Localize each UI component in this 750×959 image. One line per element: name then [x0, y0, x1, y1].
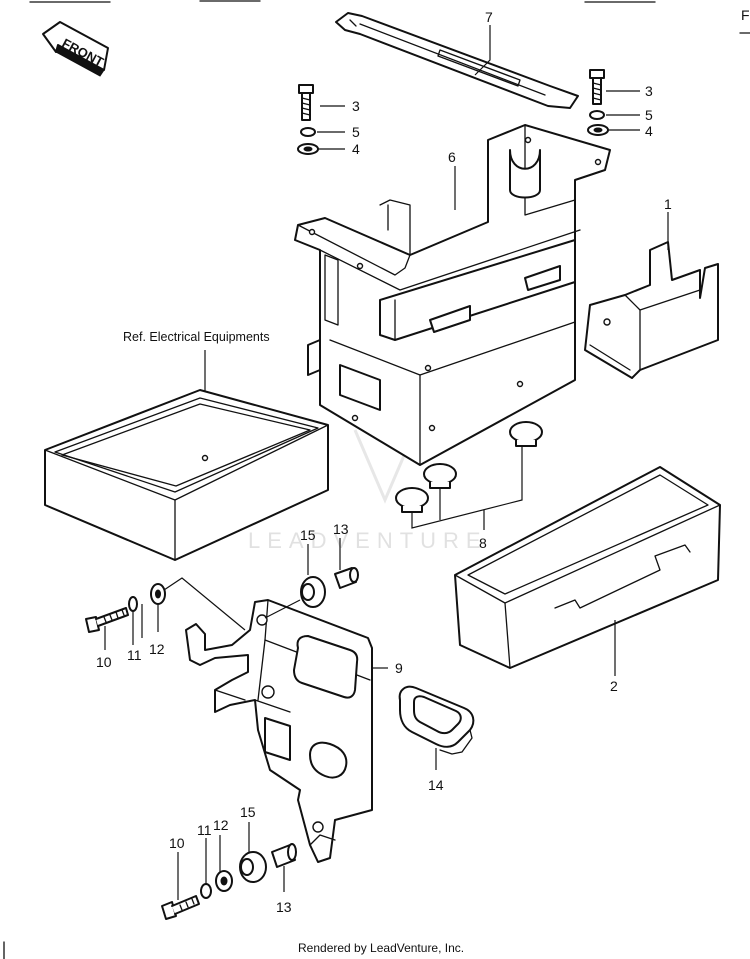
callout-6: 6 [448, 149, 456, 165]
callout-numbers: 7 3 5 4 3 5 4 6 1 8 15 13 9 2 14 10 11 1… [96, 9, 672, 915]
callout-15-lower: 15 [240, 804, 256, 820]
callout-15-upper: 15 [300, 527, 316, 543]
top-border [3, 0, 750, 959]
watermark: LEADVENTURE [248, 429, 488, 553]
part-7-battery-strap [335, 12, 579, 109]
upper-fastener-group [85, 538, 359, 650]
left-bolt-assembly [297, 84, 319, 155]
callout-13-lower: 13 [276, 899, 292, 915]
callout-10-upper: 10 [96, 654, 112, 670]
callout-5-right: 5 [645, 107, 653, 123]
electrical-equipment-tray [44, 389, 329, 561]
callout-7: 7 [485, 9, 493, 25]
callout-5-left: 5 [352, 124, 360, 140]
watermark-text: LEADVENTURE [248, 528, 488, 553]
callout-14: 14 [428, 777, 444, 793]
callout-4-left: 4 [352, 141, 360, 157]
collar-icon [239, 851, 267, 883]
callout-3-left: 3 [352, 98, 360, 114]
collar-icon [300, 576, 326, 608]
right-bolt-assembly [587, 69, 609, 136]
callout-12-lower: 12 [213, 817, 229, 833]
callout-2: 2 [610, 678, 618, 694]
part-14-grommet [398, 685, 475, 770]
spacer-icon [271, 843, 297, 868]
part-6-battery-case [294, 124, 611, 466]
front-arrow-icon: FRONT [42, 21, 109, 77]
callout-11-upper: 11 [127, 647, 142, 663]
lock-washer-icon [128, 596, 138, 612]
part-2-tray [454, 466, 721, 669]
bolt-head-icon [85, 616, 100, 633]
bolt-head-icon [298, 84, 314, 94]
rubber-cap-icon [395, 487, 429, 513]
edge-letter: F [741, 7, 750, 23]
callout-1: 1 [664, 196, 672, 212]
callout-11-lower: 11 [197, 822, 212, 838]
callout-4-right: 4 [645, 123, 653, 139]
lower-fastener-group [161, 822, 297, 920]
callout-13-upper: 13 [333, 521, 349, 537]
callout-leaders [317, 25, 669, 676]
part-1-cover [584, 241, 719, 379]
callout-3-right: 3 [645, 83, 653, 99]
reference-label: Ref. Electrical Equipments [123, 330, 270, 344]
rubber-cap-icon [423, 463, 457, 489]
lock-washer-icon [589, 110, 605, 120]
lock-washer-icon [300, 127, 316, 137]
spacer-icon [334, 567, 359, 589]
callout-10-lower: 10 [169, 835, 185, 851]
callout-9: 9 [395, 660, 403, 676]
bolt-head-icon [589, 69, 605, 79]
footer-credit: Rendered by LeadVenture, Inc. [298, 941, 464, 955]
part-8-rubber-caps [395, 421, 543, 530]
part-9-mounting-plate [185, 599, 373, 863]
rubber-cap-icon [509, 421, 543, 447]
callout-8: 8 [479, 535, 487, 551]
callout-12-upper: 12 [149, 641, 165, 657]
lock-washer-icon [200, 883, 212, 899]
